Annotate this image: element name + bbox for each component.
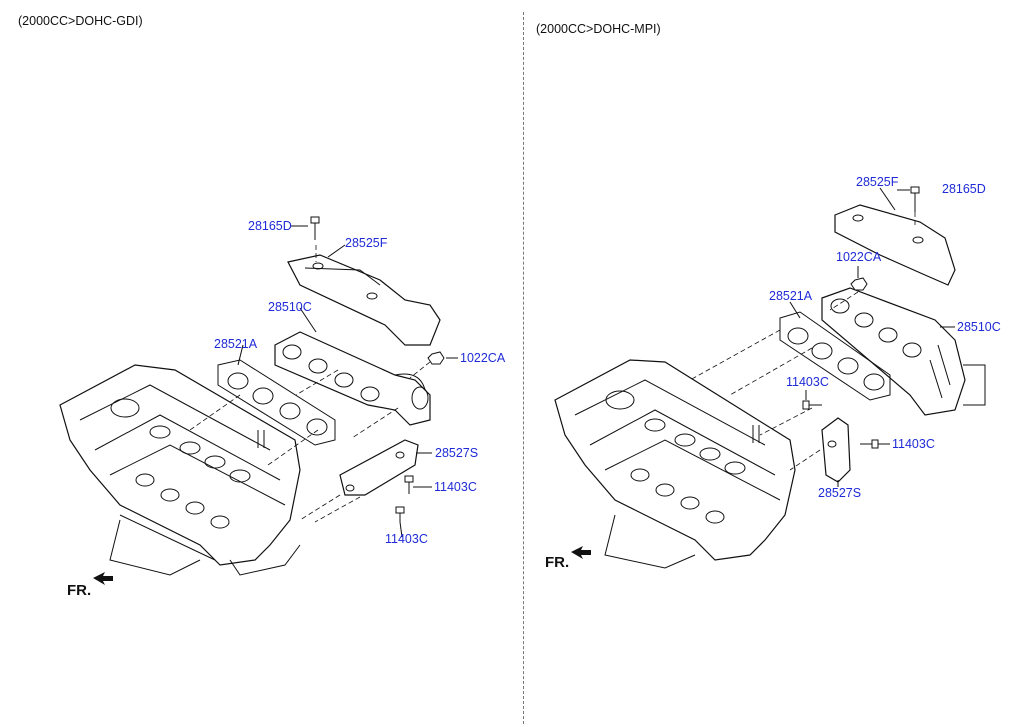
right-callout-28525F[interactable]: 28525F <box>856 175 899 189</box>
left-callout-28165D[interactable]: 28165D <box>248 219 292 233</box>
left-bolt-28165D <box>310 216 320 240</box>
right-assembly-dashes <box>689 212 916 471</box>
right-bolt-11403C-left <box>802 400 822 410</box>
right-callout-28510C[interactable]: 28510C <box>957 320 1001 334</box>
panel-divider <box>523 12 524 724</box>
left-callout-28525F[interactable]: 28525F <box>345 236 388 250</box>
right-front-direction-label: FR. <box>545 554 570 571</box>
right-bolt-28165D <box>910 186 920 212</box>
left-engine-head <box>59 364 301 576</box>
left-heat-shield-28525F <box>287 254 441 346</box>
right-fr-arrow-icon <box>571 546 591 559</box>
left-nut-1022CA <box>427 351 445 365</box>
left-leader-lines <box>237 225 458 538</box>
right-panel-title: (2000CC>DOHC-MPI) <box>536 22 661 36</box>
left-callout-11403C-lower[interactable]: 11403C <box>385 532 428 546</box>
right-callout-1022CA[interactable]: 1022CA <box>836 250 882 264</box>
left-callout-28527S[interactable]: 28527S <box>435 446 479 460</box>
left-bracket-28527S <box>339 439 419 496</box>
left-gasket-28521A <box>217 359 336 446</box>
right-callout-28165D[interactable]: 28165D <box>942 182 986 196</box>
left-callout-28521A[interactable]: 28521A <box>214 337 258 351</box>
left-manifold-28510C <box>274 331 431 426</box>
left-callout-1022CA[interactable]: 1022CA <box>460 351 506 365</box>
right-engine-head <box>554 359 796 569</box>
left-callout-28510C[interactable]: 28510C <box>268 300 312 314</box>
right-callout-28527S[interactable]: 28527S <box>818 486 862 500</box>
left-fr-arrow-icon <box>93 572 113 585</box>
right-gasket-28521A <box>779 311 891 401</box>
right-callout-11403C-left[interactable]: 11403C <box>786 375 829 389</box>
right-heat-shield-28525F <box>834 204 956 286</box>
right-nut-1022CA <box>850 277 868 291</box>
left-panel-title: (2000CC>DOHC-GDI) <box>18 14 143 28</box>
right-callout-28521A[interactable]: 28521A <box>769 289 813 303</box>
right-bolt-11403C-right <box>860 439 879 449</box>
right-bracket-28527S <box>821 417 851 483</box>
right-leader-lines <box>789 187 955 487</box>
right-callout-11403C-right[interactable]: 11403C <box>892 437 935 451</box>
right-manifold-28510C <box>821 287 986 416</box>
left-front-direction-label: FR. <box>67 582 92 599</box>
left-bolt-11403C-upper <box>404 475 414 494</box>
left-assembly-dashes <box>189 245 431 523</box>
left-bolt-11403C-lower <box>395 506 405 522</box>
left-callout-11403C-upper[interactable]: 11403C <box>434 480 477 494</box>
